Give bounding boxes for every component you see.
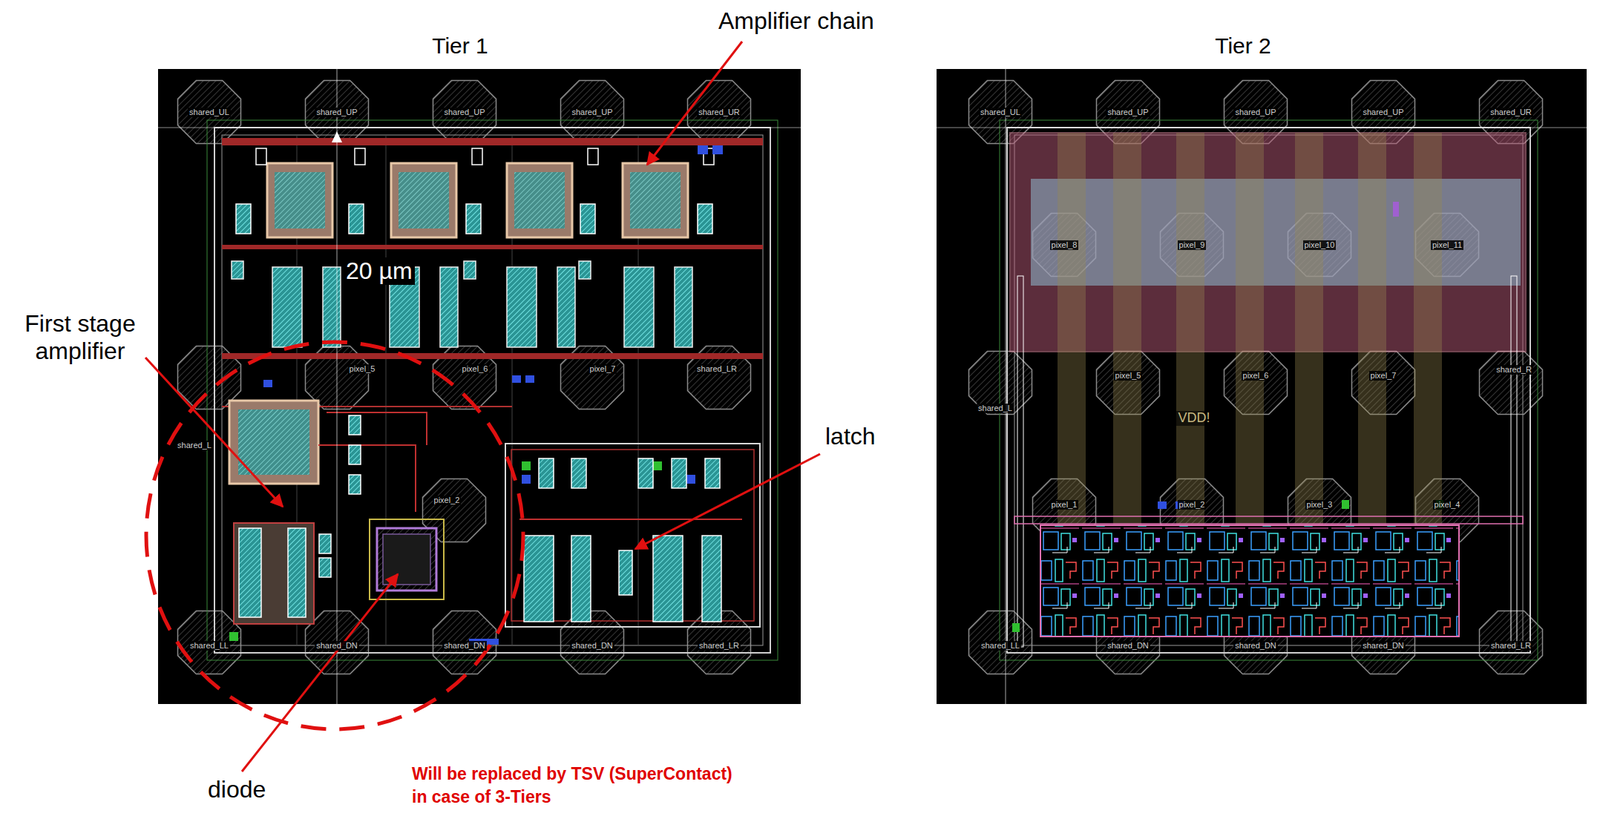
pad-label: shared_UL bbox=[187, 107, 231, 118]
tier-heading: Tier 1 bbox=[431, 33, 489, 60]
pad-label: pixel_8 bbox=[1050, 240, 1080, 251]
pad-label: shared_L bbox=[976, 403, 1014, 414]
pad-label: shared_DN bbox=[314, 641, 360, 651]
pad-label: shared_DN bbox=[1233, 641, 1278, 651]
pad-label: shared_UP bbox=[1233, 107, 1278, 118]
callout-label: latch bbox=[825, 423, 876, 451]
pad-label: pixel_2 bbox=[432, 495, 462, 506]
pad-label: shared_LL bbox=[188, 641, 231, 651]
pad-label: shared_LR bbox=[695, 364, 739, 375]
pad-label: shared_UP bbox=[314, 107, 359, 118]
pad-label: shared_UP bbox=[1105, 107, 1150, 118]
pad-label: pixel_2 bbox=[1177, 500, 1207, 510]
pad-label: pixel_10 bbox=[1303, 240, 1337, 251]
pad-label: shared_L bbox=[175, 440, 213, 451]
callout-label: First stage amplifier bbox=[4, 310, 156, 366]
pad-label: pixel_4 bbox=[1433, 500, 1462, 510]
pad-label: pixel_11 bbox=[1430, 240, 1464, 251]
pad-label: pixel_5 bbox=[348, 364, 377, 375]
pad-label: shared_LR bbox=[697, 641, 741, 651]
pad-label: shared_DN bbox=[442, 641, 487, 651]
pad-label: pixel_5 bbox=[1113, 371, 1143, 381]
net-label: VDD! bbox=[1176, 411, 1212, 426]
pad-label: shared_R bbox=[1494, 365, 1534, 375]
pad-label: shared_UR bbox=[696, 107, 742, 118]
pad-label: pixel_7 bbox=[1369, 371, 1399, 381]
tier-panel: Tier 1 bbox=[158, 69, 801, 705]
pad-label: shared_UL bbox=[978, 107, 1022, 118]
dimension-label: 20 µm bbox=[343, 257, 415, 285]
pad-label: shared_DN bbox=[1105, 641, 1151, 651]
pad-label: shared_UR bbox=[1488, 107, 1534, 118]
tier-panel: Tier 2 bbox=[936, 69, 1587, 705]
pad-label: pixel_7 bbox=[588, 364, 618, 375]
callout-label: diode bbox=[207, 776, 266, 804]
note-text: Will be replaced by TSV (SuperContact) i… bbox=[411, 762, 743, 809]
callout-label: Amplifier chain bbox=[718, 7, 875, 35]
pad-label: shared_LL bbox=[979, 641, 1022, 651]
pad-label: shared_DN bbox=[569, 641, 615, 651]
pad-label: shared_UP bbox=[569, 107, 614, 118]
tier-heading: Tier 2 bbox=[1214, 33, 1272, 60]
pad-label: pixel_3 bbox=[1305, 500, 1335, 510]
pad-label: pixel_1 bbox=[1050, 500, 1080, 510]
pad-label: shared_UP bbox=[442, 107, 487, 118]
pad-label: pixel_6 bbox=[460, 364, 490, 375]
pad-label: shared_UP bbox=[1361, 107, 1405, 118]
pad-label: shared_DN bbox=[1361, 641, 1406, 651]
pad-label: pixel_6 bbox=[1241, 371, 1271, 381]
pad-label: pixel_9 bbox=[1177, 240, 1207, 251]
pad-label: shared_LR bbox=[1489, 641, 1533, 651]
